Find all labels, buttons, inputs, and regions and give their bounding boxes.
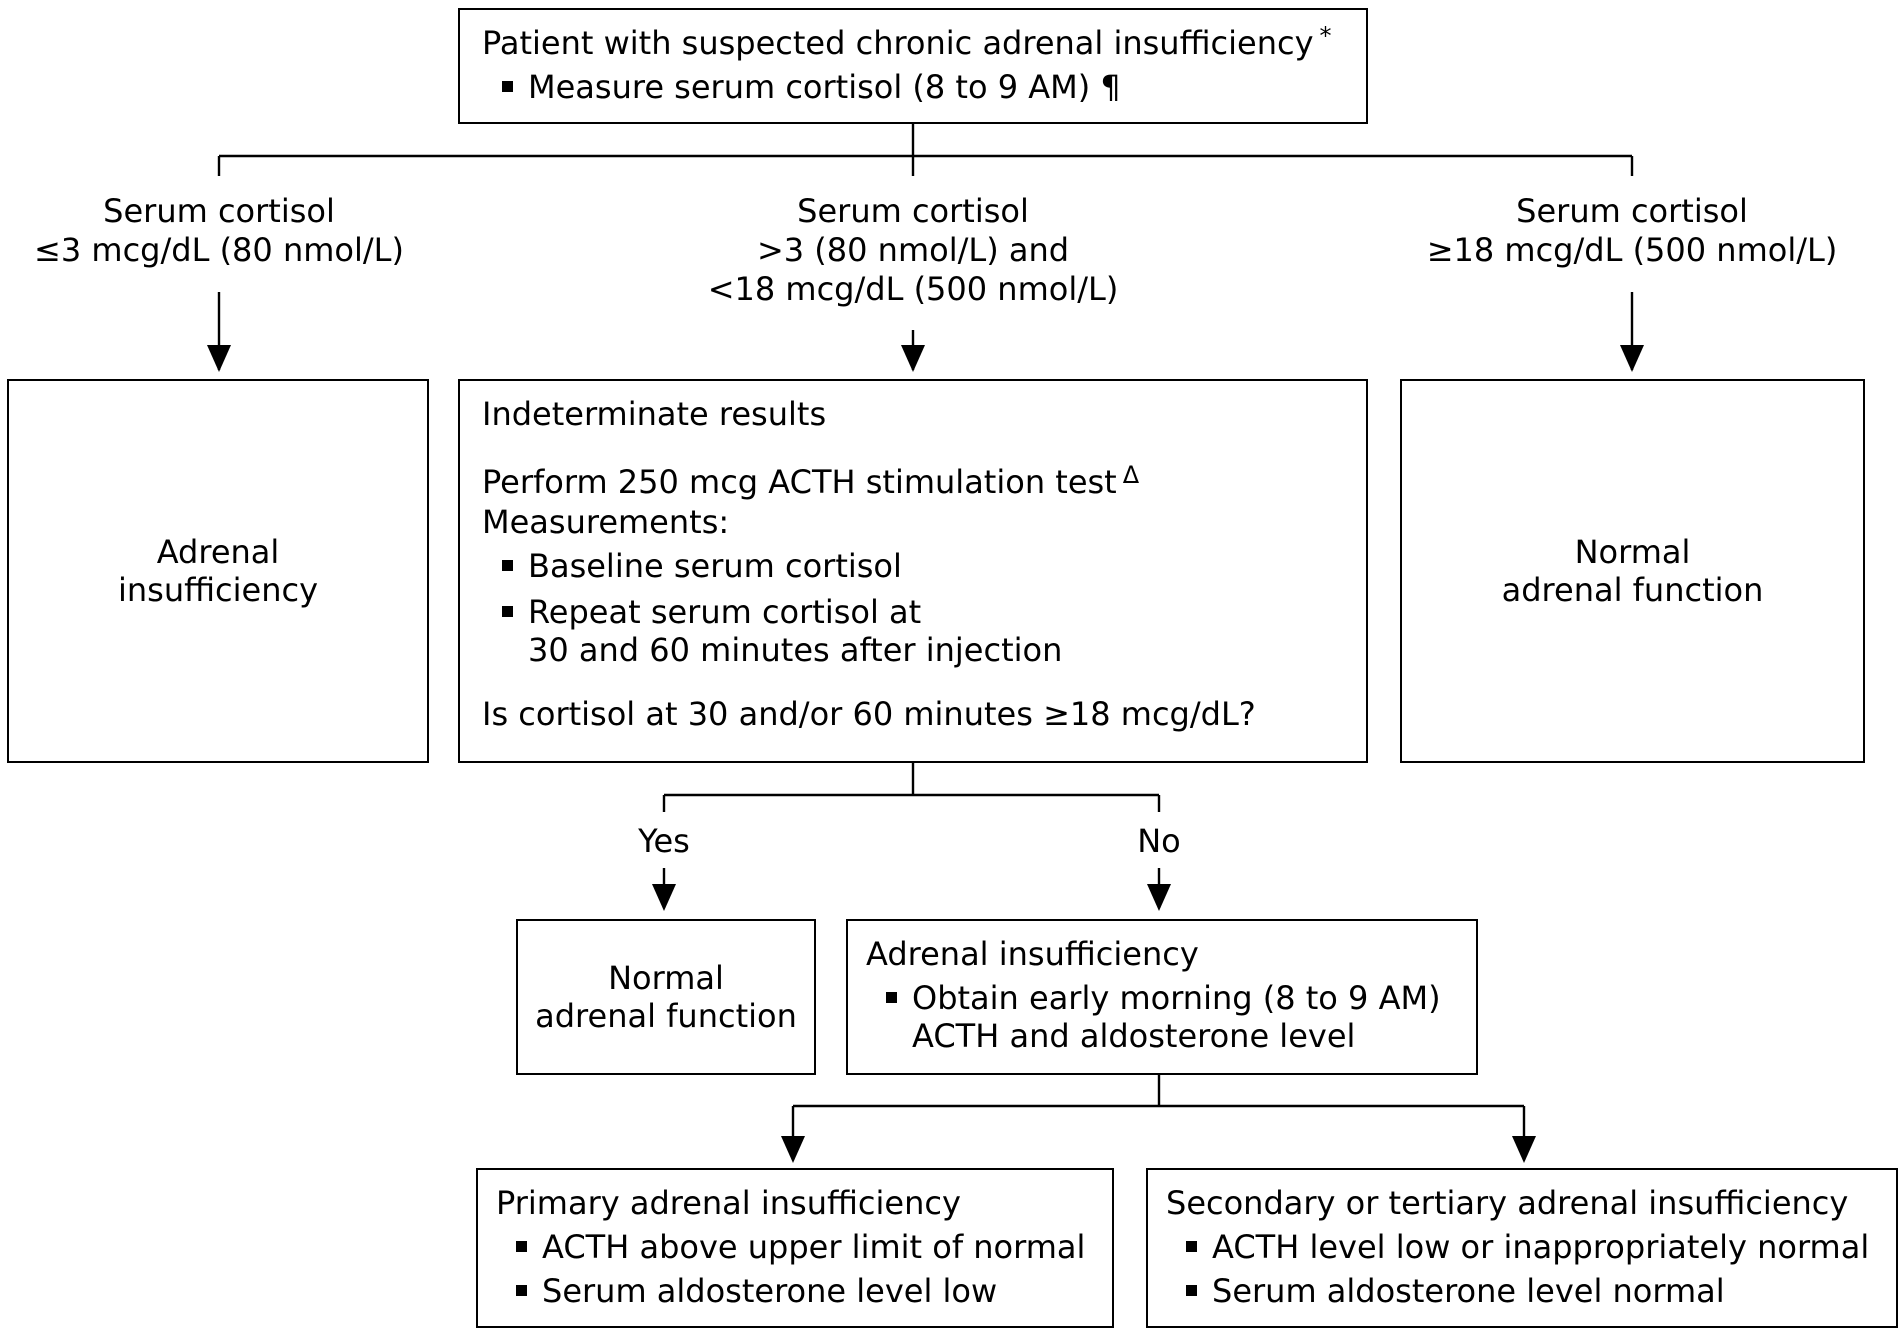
secondary-title: Secondary or tertiary adrenal insufficie… [1166,1184,1849,1222]
secondary-insufficiency-box: Secondary or tertiary adrenal insufficie… [1146,1168,1898,1328]
footnote-mark-asterisk: * [1319,22,1332,50]
measurements-label: Measurements: [482,503,730,541]
arrowhead-no [1147,884,1171,911]
bullet-square-icon [1186,1285,1197,1296]
indeterminate-box: Indeterminate results Perform 250 mcg AC… [458,379,1368,763]
branch-mid-line-3: <18 mcg/dL (500 nmol/L) [707,270,1119,308]
branch-mid-line-1: Serum cortisol [797,192,1029,230]
branch-high-line-2: ≥18 mcg/dL (500 nmol/L) [1426,231,1838,269]
indeterminate-title: Indeterminate results [482,395,827,433]
answer-yes-label: Yes [638,822,690,860]
arrowhead-left [207,345,231,372]
branch-label-mid: Serum cortisol >3 (80 nmol/L) and <18 mc… [663,192,1163,309]
primary-insufficiency-box: Primary adrenal insufficiency ACTH above… [476,1168,1114,1328]
adrenal-box-line-2: insufficiency [117,571,319,609]
normal-yes-line-2: adrenal function [535,997,797,1035]
adrenal-no-bullet: Obtain early morning (8 to 9 AM)ACTH and… [866,979,1462,1055]
normal-top-line-2: adrenal function [1501,571,1764,609]
branch-label-high: Serum cortisol ≥18 mcg/dL (500 nmol/L) [1402,192,1862,270]
adrenal-insufficiency-no-box: Adrenal insufficiency Obtain early morni… [846,919,1478,1075]
normal-function-box-yes: Normal adrenal function [516,919,816,1075]
adrenal-box-line-1: Adrenal [156,533,280,571]
arrowhead-yes [652,884,676,911]
primary-title: Primary adrenal insufficiency [496,1184,961,1222]
footnote-mark-delta: Δ [1122,461,1140,489]
primary-bullet-1: ACTH above upper limit of normal [496,1228,1100,1266]
measurement-bullet-1: Baseline serum cortisol [482,547,1346,585]
secondary-bullet-2: Serum aldosterone level normal [1166,1272,1886,1310]
adrenal-no-title: Adrenal insufficiency [866,935,1199,973]
footnote-mark-pilcrow: ¶ [1100,68,1121,106]
branch-mid-line-2: >3 (80 nmol/L) and [756,231,1070,269]
start-bullet: Measure serum cortisol (8 to 9 AM) ¶ [482,68,1346,106]
arrowhead-right [1620,345,1644,372]
adrenal-insufficiency-box: Adrenal insufficiency [7,379,429,763]
normal-yes-line-1: Normal [608,959,724,997]
answer-no-label: No [1137,822,1181,860]
bullet-square-icon [502,560,513,571]
arrowhead-secondary [1512,1136,1536,1163]
start-title: Patient with suspected chronic adrenal i… [482,22,1332,62]
branch-high-line-1: Serum cortisol [1516,192,1748,230]
primary-bullet-2: Serum aldosterone level low [496,1272,1100,1310]
bullet-square-icon [502,81,513,92]
bullet-square-icon [516,1285,527,1296]
bullet-square-icon [516,1241,527,1252]
bullet-square-icon [1186,1241,1197,1252]
branch-low-line-1: Serum cortisol [103,192,335,230]
branch-low-line-2: ≤3 mcg/dL (80 nmol/L) [34,231,404,269]
start-box: Patient with suspected chronic adrenal i… [458,8,1368,124]
normal-top-line-1: Normal [1574,533,1691,571]
bullet-square-icon [502,606,513,617]
arrowhead-primary [781,1136,805,1163]
arrowhead-mid [901,345,925,372]
branch-label-low: Serum cortisol ≤3 mcg/dL (80 nmol/L) [19,192,419,270]
bullet-square-icon [886,992,897,1003]
secondary-bullet-1: ACTH level low or inappropriately normal [1166,1228,1886,1266]
normal-function-box-top: Normal adrenal function [1400,379,1865,763]
cortisol-question: Is cortisol at 30 and/or 60 minutes ≥18 … [482,695,1256,733]
